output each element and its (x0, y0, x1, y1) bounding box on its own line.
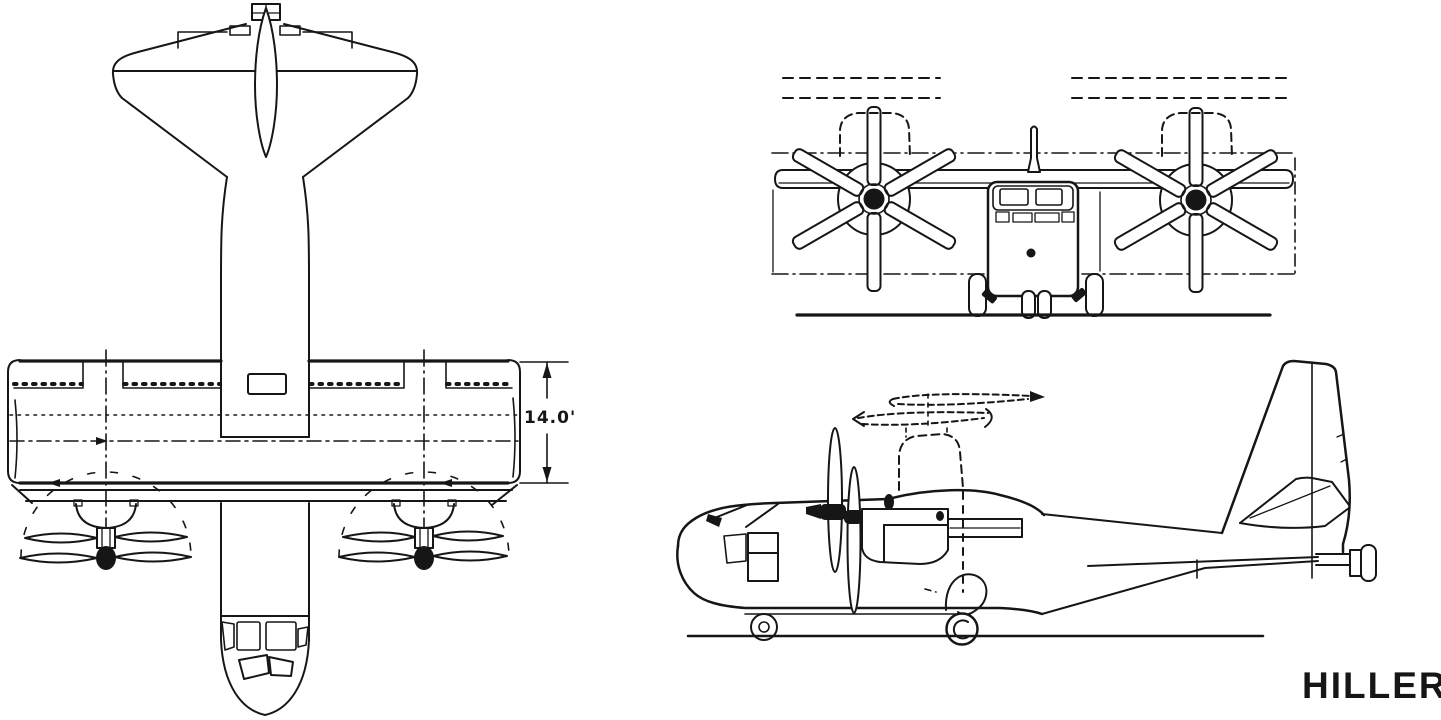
plan-fuselage-hatch (247, 373, 287, 395)
front-pylon (1027, 125, 1041, 173)
brand-label: HILLER (1302, 665, 1441, 706)
side-tail (1220, 359, 1377, 582)
dimension-label: 14.0' (524, 408, 576, 428)
plan-fin (254, 7, 278, 158)
front-left-propeller (791, 106, 957, 292)
side-view (676, 359, 1377, 646)
plan-flap-strip (11, 479, 518, 506)
side-hover-overlay (852, 391, 1045, 593)
wing-chord-dimension: 14.0' (519, 361, 576, 484)
plan-right-propeller (338, 499, 508, 570)
plan-nose (220, 502, 310, 716)
front-right-propeller (1113, 107, 1279, 293)
plan-view: 14.0' (7, 3, 576, 716)
plan-left-propeller (19, 499, 192, 570)
front-view (771, 77, 1296, 319)
plan-tail (111, 3, 419, 178)
plan-slat-band (12, 360, 514, 389)
plan-wing (7, 349, 521, 573)
front-fuselage (986, 180, 1080, 298)
front-landing-gear (968, 273, 1104, 319)
side-cockpit (706, 503, 779, 582)
side-propellers (806, 427, 863, 614)
side-fuselage (676, 497, 1319, 616)
side-landing-gear (750, 573, 988, 646)
side-wing-nacelle (861, 488, 1046, 565)
